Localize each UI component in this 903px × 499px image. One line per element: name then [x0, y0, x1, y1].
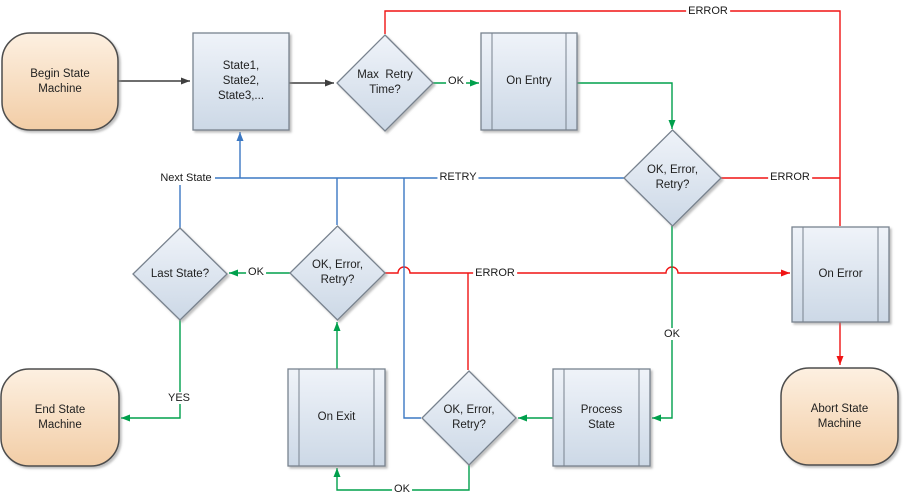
node-end-shape: [0, 368, 120, 467]
edge-ok-process-decision-to-on-exit: [333, 465, 470, 491]
edge-on-entry-to-entry-decision: [577, 82, 676, 129]
edge-ok-entry-decision-to-process-state: [652, 226, 673, 422]
node-decision-exit-shape: [289, 225, 386, 321]
edge-yes-last-state-to-end: [121, 320, 181, 422]
node-on-error-shape: [791, 226, 890, 323]
node-decision-process-shape: [421, 370, 517, 466]
node-abort-shape: [780, 367, 899, 466]
node-begin-shape: [1, 32, 119, 131]
node-process-state-shape: [552, 368, 651, 467]
node-on-exit-shape: [287, 368, 386, 467]
node-max-retry-shape: [336, 34, 434, 132]
node-decision-entry-shape: [623, 129, 722, 227]
shape-layer: [0, 32, 899, 467]
edge-error-top: [384, 10, 841, 226]
edge-error-bus-to-on-error: [385, 266, 790, 277]
node-states-shape: [192, 32, 290, 131]
edge-retry-process-decision: [403, 178, 421, 419]
node-on-entry-shape: [480, 32, 578, 131]
node-last-state-shape: [132, 227, 228, 321]
